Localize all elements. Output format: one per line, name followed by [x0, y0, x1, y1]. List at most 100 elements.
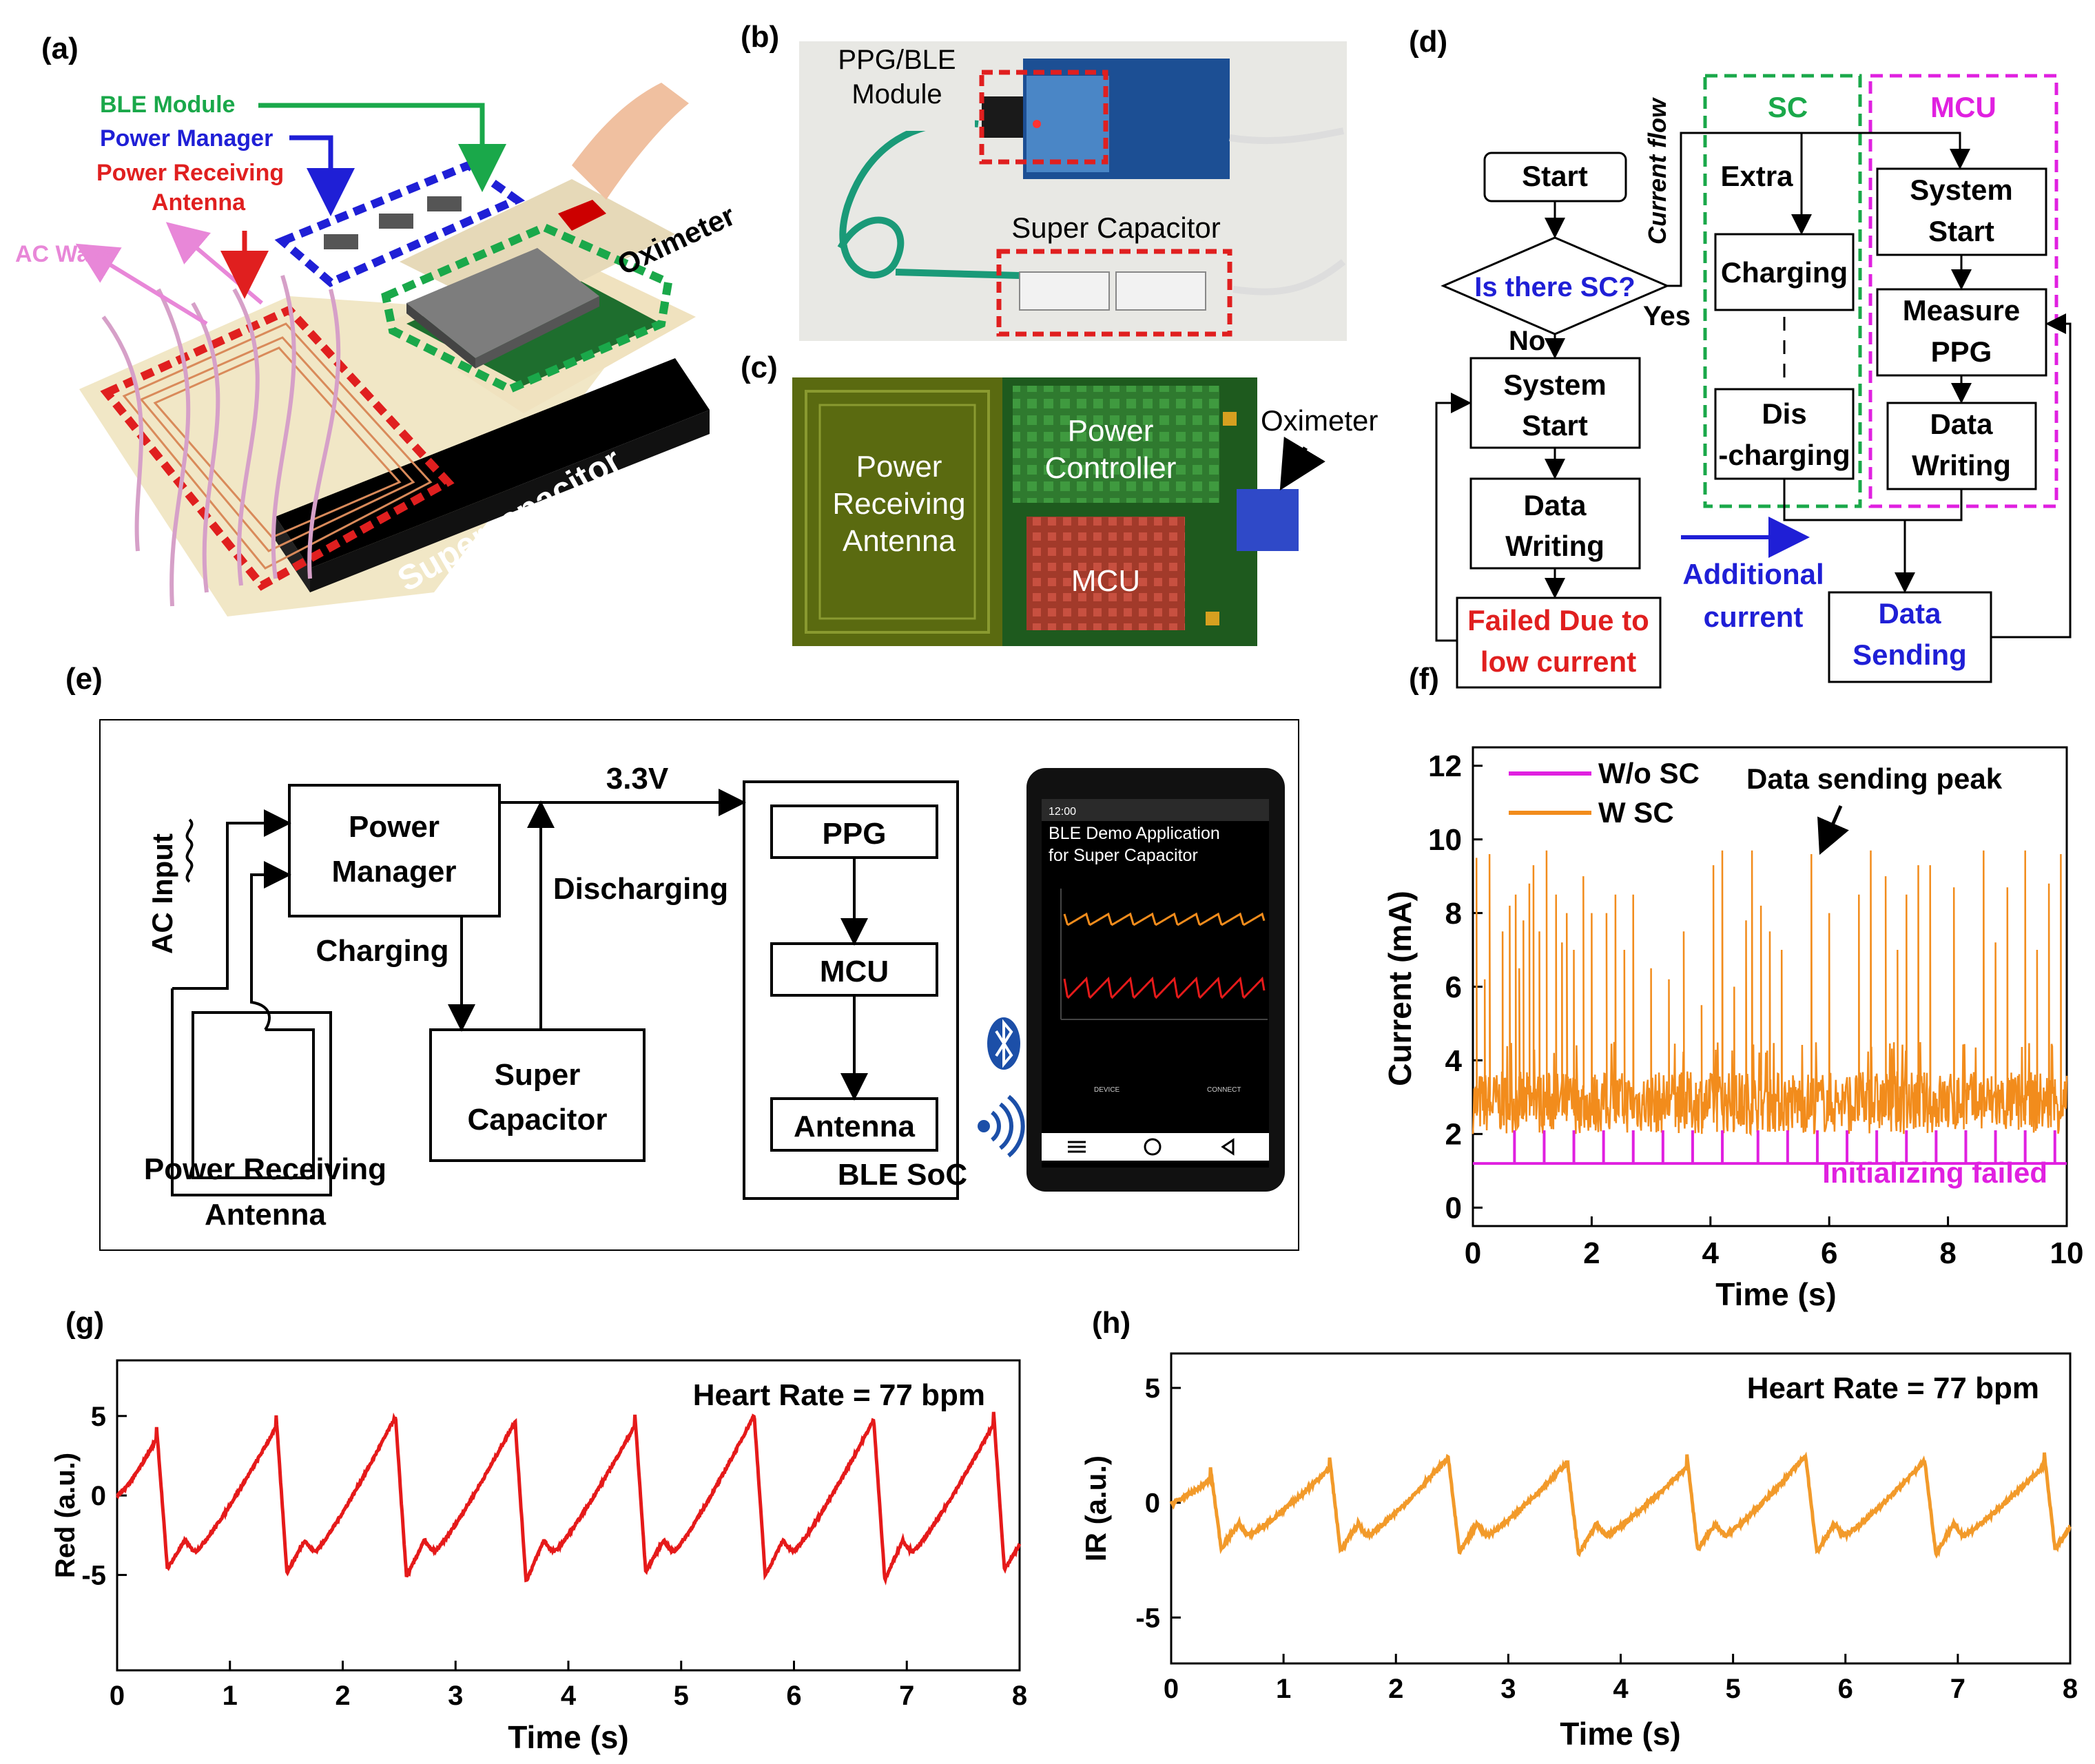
x-tick-label: 3	[1500, 1674, 1516, 1704]
ac-input-label: AC Input	[146, 833, 178, 954]
panel-a-illustration: Supercapacitor AC Wave Oximeter BLE Modu…	[15, 83, 740, 616]
chart-f-series-wo-sc	[1473, 1130, 2067, 1165]
antenna-soc-label: Antenna	[794, 1110, 916, 1143]
phone-status-time: 12:00	[1049, 806, 1076, 818]
power-manager-block	[288, 784, 501, 917]
home-icon	[1144, 1138, 1162, 1156]
legend-wo-sc-label: W/o SC	[1598, 757, 1700, 789]
decision-label: Is there SC?	[1474, 272, 1635, 302]
chart-g-xlabel: Time (s)	[508, 1719, 629, 1755]
data-sending-label-2: Sending	[1853, 639, 1967, 671]
failed-box	[1456, 596, 1662, 689]
mcu-data-writing-label-1: Data	[1930, 408, 1993, 440]
chart-f-xlabel: Time (s)	[1715, 1276, 1837, 1312]
antenna-block-label-2: Antenna	[205, 1198, 327, 1232]
ble-soc-label: BLE SoC	[838, 1158, 967, 1192]
ac-wave-lines	[101, 275, 341, 607]
chart-h-xlabel: Time (s)	[1560, 1716, 1681, 1752]
panel-label-f: (f)	[1409, 662, 1439, 696]
power-manager-dashed-box	[274, 160, 526, 288]
current-flow-label: Current flow	[1643, 97, 1671, 245]
back-icon	[1221, 1138, 1235, 1156]
charging-label-d: Charging	[1721, 256, 1848, 289]
y-tick-label: 0	[1145, 1488, 1160, 1519]
annotation-data-sending-peak: Data sending peak	[1746, 762, 2003, 795]
data-writing-label-1: Data	[1523, 489, 1587, 521]
y-tick-label: 0	[91, 1481, 106, 1511]
w-sc-current-line	[1472, 850, 2068, 1137]
y-tick-label: 5	[91, 1402, 106, 1432]
ble-chip	[406, 248, 599, 358]
data-writing-label-2: Writing	[1505, 530, 1604, 562]
x-tick-label: 2	[1583, 1236, 1600, 1270]
voltage-label: 3.3V	[606, 762, 669, 796]
power-manager-label: Power Manager	[100, 125, 273, 152]
charging-box	[1714, 233, 1855, 311]
antenna-dashed-box	[100, 304, 455, 591]
y-tick-label: 2	[1445, 1118, 1462, 1152]
ble-dashed-box	[381, 222, 673, 394]
power-controller-region	[1013, 386, 1219, 503]
finger-illustration	[572, 83, 689, 200]
x-tick-label: 2	[1388, 1674, 1403, 1704]
failed-label-2: low current	[1480, 645, 1636, 678]
menu-icon	[1068, 1141, 1086, 1153]
panel-d-flowchart	[1435, 74, 2072, 689]
power-manager-block-label-1: Power	[349, 810, 440, 844]
x-tick-label: 0	[1164, 1674, 1179, 1704]
y-tick-label: 12	[1428, 749, 1462, 783]
mcu-region-label: MCU	[1930, 91, 1996, 123]
x-tick-label: 1	[223, 1681, 238, 1711]
y-tick-label: -5	[81, 1561, 106, 1591]
x-tick-label: 4	[1702, 1236, 1720, 1270]
oximeter-connector	[1237, 489, 1299, 551]
panel-label-h: (h)	[1092, 1306, 1131, 1340]
additional-current-label-1: Additional	[1682, 558, 1824, 590]
x-tick-label: 10	[2050, 1236, 2084, 1270]
phone-title-1: BLE Demo Application	[1049, 824, 1220, 843]
phone-red-trace	[1063, 976, 1266, 999]
chart-h-ylabel: IR (a.u.)	[1080, 1455, 1112, 1561]
phone-connect-label: CONNECT	[1207, 1086, 1241, 1094]
power-receiving-label-1: Power Receiving	[96, 160, 284, 186]
x-tick-label: 8	[2063, 1674, 2078, 1704]
system-start-label-2: Start	[1522, 409, 1588, 442]
oximeter-label-c: Oximeter	[1261, 404, 1378, 437]
antenna-label-2: Receiving	[832, 487, 965, 521]
chart-h-ir-trace	[1169, 1451, 2072, 1559]
ac-wave-label: AC Wave	[15, 241, 116, 267]
chart-g-red-trace	[116, 1411, 1022, 1586]
x-tick-label: 7	[1950, 1674, 1965, 1704]
additional-current-label-2: current	[1704, 601, 1804, 633]
mcu-data-writing-label-2: Writing	[1912, 449, 2011, 481]
x-tick-label: 2	[335, 1681, 350, 1711]
discharging-label-1: Dis	[1762, 397, 1806, 430]
x-tick-label: 7	[899, 1681, 914, 1711]
antenna-coil	[171, 988, 332, 1196]
x-tick-label: 6	[1838, 1674, 1853, 1704]
panel-label-e: (e)	[65, 662, 103, 696]
super-capacitor-block-label-2: Capacitor	[468, 1103, 608, 1137]
measure-ppg-label-1: Measure	[1903, 294, 2020, 326]
x-tick-label: 6	[786, 1681, 801, 1711]
system-start-box	[1469, 357, 1641, 449]
panel-label-d: (d)	[1409, 25, 1447, 59]
power-receiving-label-2: Antenna	[152, 189, 246, 216]
ppg-block-label: PPG	[823, 817, 887, 851]
mcu-system-start-box	[1876, 167, 2047, 256]
power-manager-block-label-2: Manager	[332, 855, 457, 889]
x-tick-label: 8	[1012, 1681, 1027, 1711]
charging-label-e: Charging	[316, 934, 448, 968]
phone-ir-trace	[1063, 912, 1266, 926]
yes-label: Yes	[1643, 301, 1691, 331]
phone-device-label: DEVICE	[1094, 1086, 1120, 1094]
data-writing-box	[1469, 477, 1641, 570]
phone-title-2: for Super Capacitor	[1049, 846, 1198, 865]
x-tick-label: 1	[1276, 1674, 1291, 1704]
ble-module-label: BLE Module	[100, 92, 235, 118]
